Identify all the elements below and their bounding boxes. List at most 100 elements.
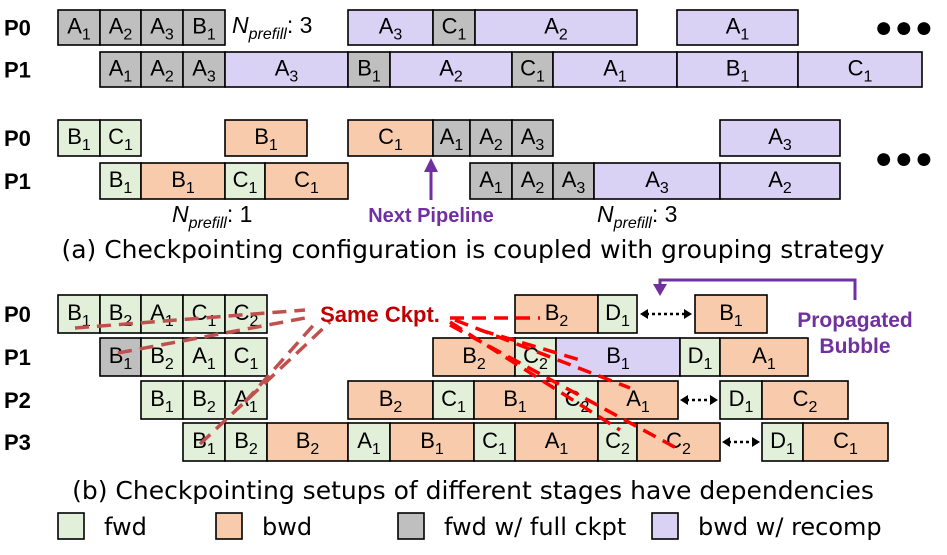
task-block-recomp xyxy=(389,51,513,88)
task-block-recomp xyxy=(676,9,799,46)
row-label-p2: P2 xyxy=(4,388,31,413)
task-block-ckpt xyxy=(140,51,184,88)
bubble-arrow-p0 xyxy=(640,309,692,319)
task-block-fwd xyxy=(224,422,268,462)
task-label: B1 xyxy=(726,56,750,86)
task-label: C2 xyxy=(666,428,691,458)
task-block-fwd xyxy=(719,380,763,420)
task-label: C2 xyxy=(234,300,259,330)
legend-swatch-ckpt xyxy=(397,512,425,540)
task-label: A2 xyxy=(439,56,463,86)
task-label: B1 xyxy=(192,14,216,44)
task-label: B1 xyxy=(67,300,91,330)
task-block-recomp xyxy=(719,119,841,157)
task-block-recomp xyxy=(797,51,923,88)
task-label: C1 xyxy=(378,124,403,154)
task-label: B2 xyxy=(234,428,258,458)
row-label-p1: P1 xyxy=(4,58,31,83)
legend-label-recomp: bwd w/ recomp xyxy=(698,513,882,541)
task-block-ckpt xyxy=(140,9,184,46)
task-label: A1 xyxy=(357,428,381,458)
task-block-bwd xyxy=(432,337,516,377)
task-label: A1 xyxy=(234,386,258,416)
legend-label-fwd: fwd xyxy=(104,513,147,541)
task-label: B1 xyxy=(67,124,91,154)
task-label: B1 xyxy=(254,124,278,154)
task-label: C1 xyxy=(441,386,466,416)
task-label: A2 xyxy=(544,14,568,44)
legend-label-ckpt: fwd w/ full ckpt xyxy=(444,513,626,541)
task-label: A3 xyxy=(192,56,216,86)
task-label: A3 xyxy=(645,167,669,197)
task-block-fwd xyxy=(347,422,391,462)
task-block-bwd xyxy=(694,294,768,334)
task-label: B1 xyxy=(503,386,527,416)
task-label: B1 xyxy=(109,343,133,373)
task-label: C1 xyxy=(108,124,133,154)
same-ckpt-line-5 xyxy=(479,328,581,362)
task-block-recomp xyxy=(676,51,799,88)
next-pipeline-label: Next Pipeline xyxy=(368,205,494,227)
task-label: C2 xyxy=(793,386,818,416)
task-label: D1 xyxy=(688,343,713,373)
task-block-ckpt xyxy=(57,9,101,46)
row-label-p0: P0 xyxy=(4,302,31,327)
task-label: A3 xyxy=(562,167,586,197)
row-label-p3: P3 xyxy=(4,430,31,455)
next-pipeline-arrowhead xyxy=(424,158,438,172)
task-label: A3 xyxy=(150,14,174,44)
task-label: B1 xyxy=(109,167,133,197)
task-label: B1 xyxy=(606,343,630,373)
task-label: C1 xyxy=(520,56,545,86)
propagated-bubble-label-1: Propagated xyxy=(797,309,913,332)
task-block-recomp xyxy=(719,162,841,200)
task-label: B2 xyxy=(109,300,133,330)
task-block-fwd xyxy=(99,119,142,157)
task-label: D1 xyxy=(729,386,754,416)
task-label: C1 xyxy=(833,428,858,458)
task-label: A1 xyxy=(726,14,750,44)
task-block-fwd xyxy=(57,119,101,157)
row-label-p1: P1 xyxy=(4,345,31,370)
task-block-recomp xyxy=(552,51,678,88)
task-label: A1 xyxy=(752,343,776,373)
row-label-p1: P1 xyxy=(4,169,31,194)
task-label: A1 xyxy=(545,428,569,458)
task-block-bwd xyxy=(266,422,349,462)
task-label: C1 xyxy=(233,167,258,197)
task-label: A3 xyxy=(275,56,299,86)
task-block-fwd xyxy=(432,380,475,420)
task-label: B1 xyxy=(150,386,174,416)
task-label: B2 xyxy=(379,386,403,416)
task-label: A1 xyxy=(192,343,216,373)
task-block-recomp xyxy=(474,9,638,46)
task-block-bwd xyxy=(636,422,721,462)
task-block-fwd xyxy=(140,380,184,420)
task-label: B1 xyxy=(192,428,216,458)
task-label: B2 xyxy=(545,300,569,330)
caption-a: (a) Checkpointing configuration is coupl… xyxy=(61,235,884,264)
task-block-bwd xyxy=(761,380,849,420)
bubble-arrow-p2 xyxy=(680,395,718,405)
task-label: C1 xyxy=(234,343,259,373)
task-block-fwd xyxy=(473,422,516,462)
task-block-fwd xyxy=(182,337,226,377)
ellipsis-top: ●●● xyxy=(875,11,935,44)
task-label: B1 xyxy=(357,56,381,86)
ellipsis-bottom: ●●● xyxy=(875,142,935,175)
task-block-fwd xyxy=(224,162,266,200)
propagated-bubble-label-2: Bubble xyxy=(819,335,890,358)
task-block-fwd xyxy=(182,380,226,420)
dep-line-b1 xyxy=(74,308,306,330)
task-block-ckpt xyxy=(347,51,391,88)
dep-line-b2 xyxy=(117,316,306,355)
task-label: A1 xyxy=(626,386,650,416)
n-prefill-annotation-right: Nprefill: 3 xyxy=(597,201,677,232)
propagated-bubble-arrowhead xyxy=(653,284,667,296)
caption-b: (b) Checkpointing setups of different st… xyxy=(72,476,874,505)
